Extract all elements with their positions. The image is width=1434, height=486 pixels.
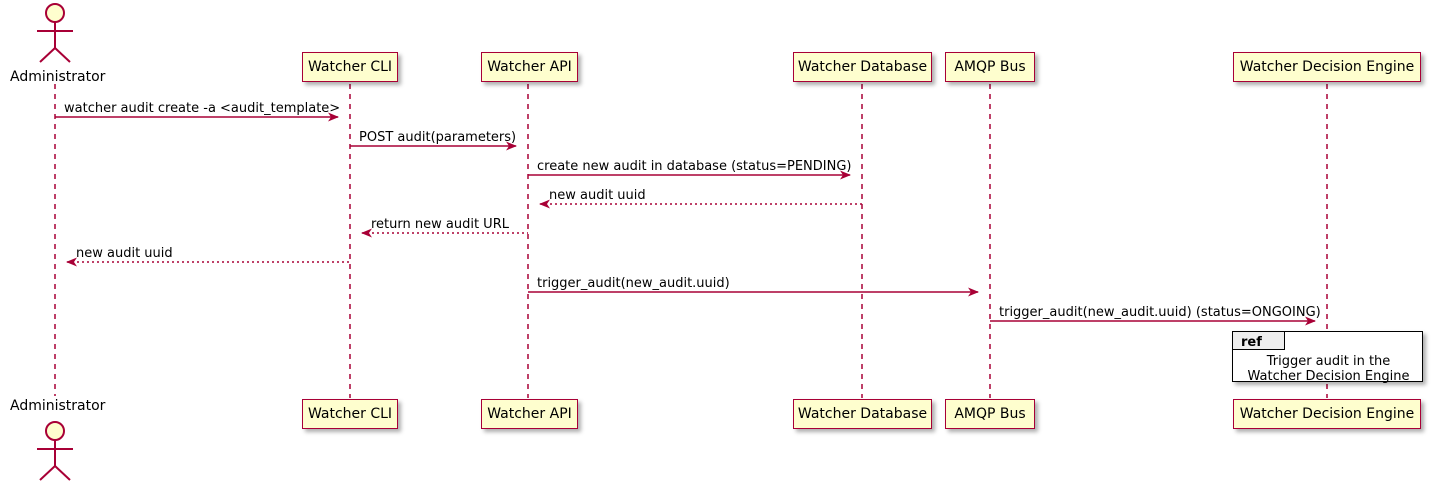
participant-box-watcher-decision-engine-bottom[interactable]: Watcher Decision Engine	[1233, 399, 1421, 429]
ref-fragment: ref Trigger audit in the Watcher Decisio…	[1232, 331, 1423, 384]
participant-box-watcher-cli-top[interactable]: Watcher CLI	[302, 52, 398, 82]
ref-fragment-tab-label: ref	[1241, 335, 1262, 350]
actor-administrator-top-icon	[37, 3, 73, 63]
message-label-6: trigger_audit(new_audit.uuid)	[537, 276, 730, 291]
message-label-0: watcher audit create -a <audit_template>	[64, 101, 341, 116]
actor-label-administrator-bottom: Administrator	[10, 398, 106, 414]
actor-administrator-bottom-icon	[37, 421, 73, 481]
message-label-1: POST audit(parameters)	[359, 130, 517, 145]
participant-box-amqp-bus-top[interactable]: AMQP Bus	[945, 52, 1035, 82]
participant-box-amqp-bus-bottom[interactable]: AMQP Bus	[945, 399, 1035, 429]
message-label-4: return new audit URL	[371, 217, 509, 232]
message-label-3: new audit uuid	[549, 188, 646, 203]
participant-box-watcher-cli-bottom[interactable]: Watcher CLI	[302, 399, 398, 429]
message-label-2: create new audit in database (status=PEN…	[537, 159, 852, 174]
ref-fragment-tab	[1233, 332, 1285, 350]
participant-box-watcher-database-bottom[interactable]: Watcher Database	[793, 399, 932, 429]
ref-fragment-line-1: Trigger audit in the	[1266, 354, 1391, 369]
participant-box-watcher-decision-engine-top[interactable]: Watcher Decision Engine	[1233, 52, 1421, 82]
message-label-7: trigger_audit(new_audit.uuid) (status=ON…	[999, 305, 1321, 320]
message-label-5: new audit uuid	[76, 246, 173, 261]
participant-box-watcher-api-bottom[interactable]: Watcher API	[481, 399, 578, 429]
actor-label-administrator-top: Administrator	[10, 69, 106, 85]
participant-box-watcher-api-top[interactable]: Watcher API	[481, 52, 578, 82]
participant-box-watcher-database-top[interactable]: Watcher Database	[793, 52, 932, 82]
ref-fragment-line-2: Watcher Decision Engine	[1247, 369, 1410, 384]
